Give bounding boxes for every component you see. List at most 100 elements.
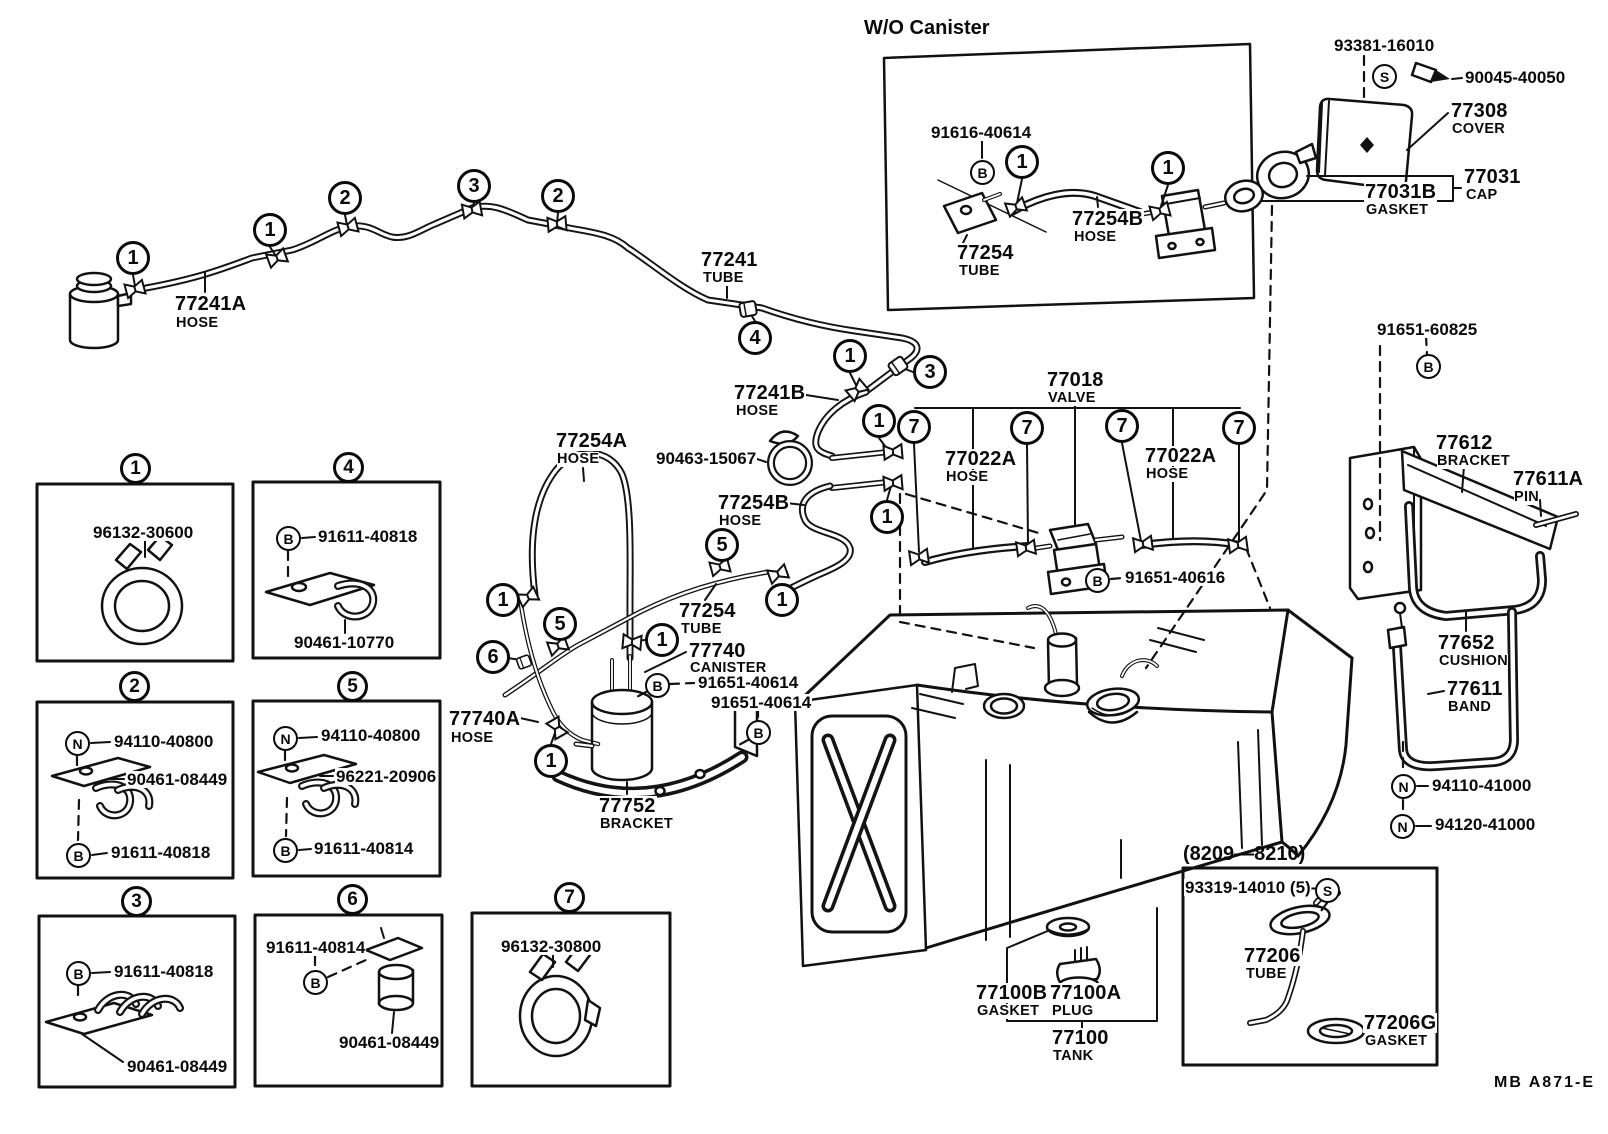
ref4-label-90461-10770: 90461-10770 — [293, 633, 396, 652]
callout-1: 1 — [833, 339, 867, 373]
part-sublabel-77100b: GASKET — [977, 1003, 1040, 1019]
letter-circle-n: N — [273, 726, 298, 751]
valve-77018-group — [913, 403, 1244, 596]
part-label-77018: 77018 — [1046, 369, 1105, 391]
refbox-header-5: 5 — [337, 671, 368, 702]
callout-2: 2 — [328, 181, 362, 215]
callout-1: 1 — [116, 241, 150, 275]
part-sublabel-77752: BRACKET — [600, 816, 673, 832]
letter-circle-b: B — [1416, 354, 1441, 379]
refbox-header-3: 3 — [121, 886, 152, 917]
callout-1: 1 — [534, 744, 568, 778]
refbox-header-1: 1 — [120, 453, 151, 484]
band-77611-strip — [1394, 609, 1517, 769]
part-label-77740a: 77740A — [448, 708, 522, 730]
callout-1: 1 — [862, 404, 896, 438]
vapor-separator — [68, 271, 133, 350]
callout-7: 7 — [1222, 411, 1256, 445]
part-sublabel-77254b: HOSE — [719, 513, 762, 529]
part-label-77100b: 77100B — [975, 982, 1049, 1004]
leader-lines — [81, 140, 1542, 1063]
callout-6: 6 — [476, 640, 510, 674]
callout-5: 5 — [543, 607, 577, 641]
part-label-90045-40050: 90045-40050 — [1464, 68, 1567, 87]
pipe-stub-upper — [830, 450, 890, 460]
ref-box-parts — [44, 534, 602, 1058]
part-label-77611: 77611 — [1446, 678, 1504, 700]
part-sublabel-77241: TUBE — [703, 270, 744, 286]
ref5-label-96221-20906: 96221-20906 — [335, 767, 438, 786]
cushion-77652-strip — [1406, 503, 1545, 619]
part-label-77254a: 77254A — [555, 430, 629, 452]
part-label-77022a-right: 77022A — [1144, 445, 1218, 467]
ref2-label-90461-08449: 90461-08449 — [126, 770, 229, 789]
part-sublabel-77018: VALVE — [1048, 390, 1096, 406]
callout-7: 7 — [897, 410, 931, 444]
part-label-77241b: 77241B — [733, 382, 807, 404]
ref2-label-91611-40818: 91611-40818 — [110, 843, 212, 862]
part-label-77022a-left: 77022A — [944, 448, 1018, 470]
grommet-90463-ring — [769, 442, 811, 484]
part-label-77740: 77740 — [688, 640, 747, 662]
part-label-77100a: 77100A — [1049, 982, 1123, 1004]
letter-circle-b: B — [66, 961, 91, 986]
part-label-77206: 77206 — [1243, 945, 1302, 967]
part-label-77752: 77752 — [598, 795, 657, 817]
part-sublabel-77100a: PLUG — [1052, 1003, 1094, 1019]
hose-77254b-path — [774, 484, 852, 597]
callout-5: 5 — [705, 528, 739, 562]
part-label-77254b-wo: 77254B — [1071, 208, 1145, 230]
callout-7: 7 — [1010, 411, 1044, 445]
callout-1: 1 — [486, 583, 520, 617]
part-label-93381-16010: 93381-16010 — [1333, 36, 1436, 55]
callout-3: 3 — [457, 169, 491, 203]
ref4-label-91611-40818: 91611-40818 — [317, 527, 419, 546]
ref3-label-90461-08449: 90461-08449 — [126, 1057, 229, 1076]
part-sublabel-77031b: GASKET — [1366, 202, 1429, 218]
part-label-77031: 77031 — [1463, 166, 1522, 188]
pipe-stub-lower — [830, 480, 890, 490]
part-sublabel-77031: CAP — [1466, 187, 1498, 203]
callout-1: 1 — [1005, 145, 1039, 179]
letter-circle-b: B — [66, 843, 91, 868]
part-sublabel-77308: COVER — [1452, 121, 1506, 137]
callout-1: 1 — [645, 623, 679, 657]
callout-1: 1 — [253, 213, 287, 247]
letter-circle-b: B — [303, 970, 328, 995]
part-sublabel-77740a: HOSE — [451, 730, 494, 746]
part-label-77611a: 77611A — [1512, 468, 1585, 490]
letter-circle-b: B — [1085, 568, 1110, 593]
part-label-77031b: 77031B — [1364, 181, 1438, 203]
ref3-label-91611-40818: 91611-40818 — [113, 962, 215, 981]
callout-2: 2 — [541, 179, 575, 213]
hose-77740a-path — [518, 596, 600, 746]
part-sublabel-77652: CUSHION — [1439, 653, 1508, 669]
part-label-94110-41000: 94110-41000 — [1431, 776, 1533, 795]
refbox-header-7: 7 — [554, 882, 585, 913]
filler-neck — [1085, 687, 1141, 717]
callout-1: 1 — [1151, 151, 1185, 185]
letter-circle-n: N — [1391, 774, 1416, 799]
part-label-91616-40614: 91616-40614 — [930, 123, 1033, 142]
part-label-91651-40614-b: 91651-40614 — [710, 693, 813, 712]
diagram-code: MB A871-E — [1494, 1074, 1595, 1091]
part-sublabel-77100: TANK — [1053, 1048, 1094, 1064]
part-label-77241: 77241 — [700, 249, 759, 271]
pickup-pipe — [1027, 605, 1057, 635]
part-label-91651-40616: 91651-40616 — [1124, 568, 1227, 587]
letter-circle-b: B — [970, 160, 995, 185]
bracket-77752-strap — [555, 754, 745, 797]
letter-circle-n: N — [1390, 814, 1415, 839]
ref1-label-96132-30600: 96132-30600 — [92, 523, 195, 542]
part-label-77254: 77254 — [678, 600, 737, 622]
part-label-77308: 77308 — [1450, 100, 1509, 122]
part-sublabel-77206: TUBE — [1246, 966, 1287, 982]
hose-77241b-path — [814, 390, 868, 458]
part-sublabel-77022a-left: HOSE — [946, 469, 989, 485]
letter-circle-b: B — [645, 673, 670, 698]
part-label-77254b: 77254B — [717, 492, 791, 514]
drain-plug-group — [1006, 839, 1158, 1030]
part-sublabel-77022a-right: HOSE — [1146, 466, 1189, 482]
ref5-label-91611-40814: 91611-40814 — [313, 839, 415, 858]
